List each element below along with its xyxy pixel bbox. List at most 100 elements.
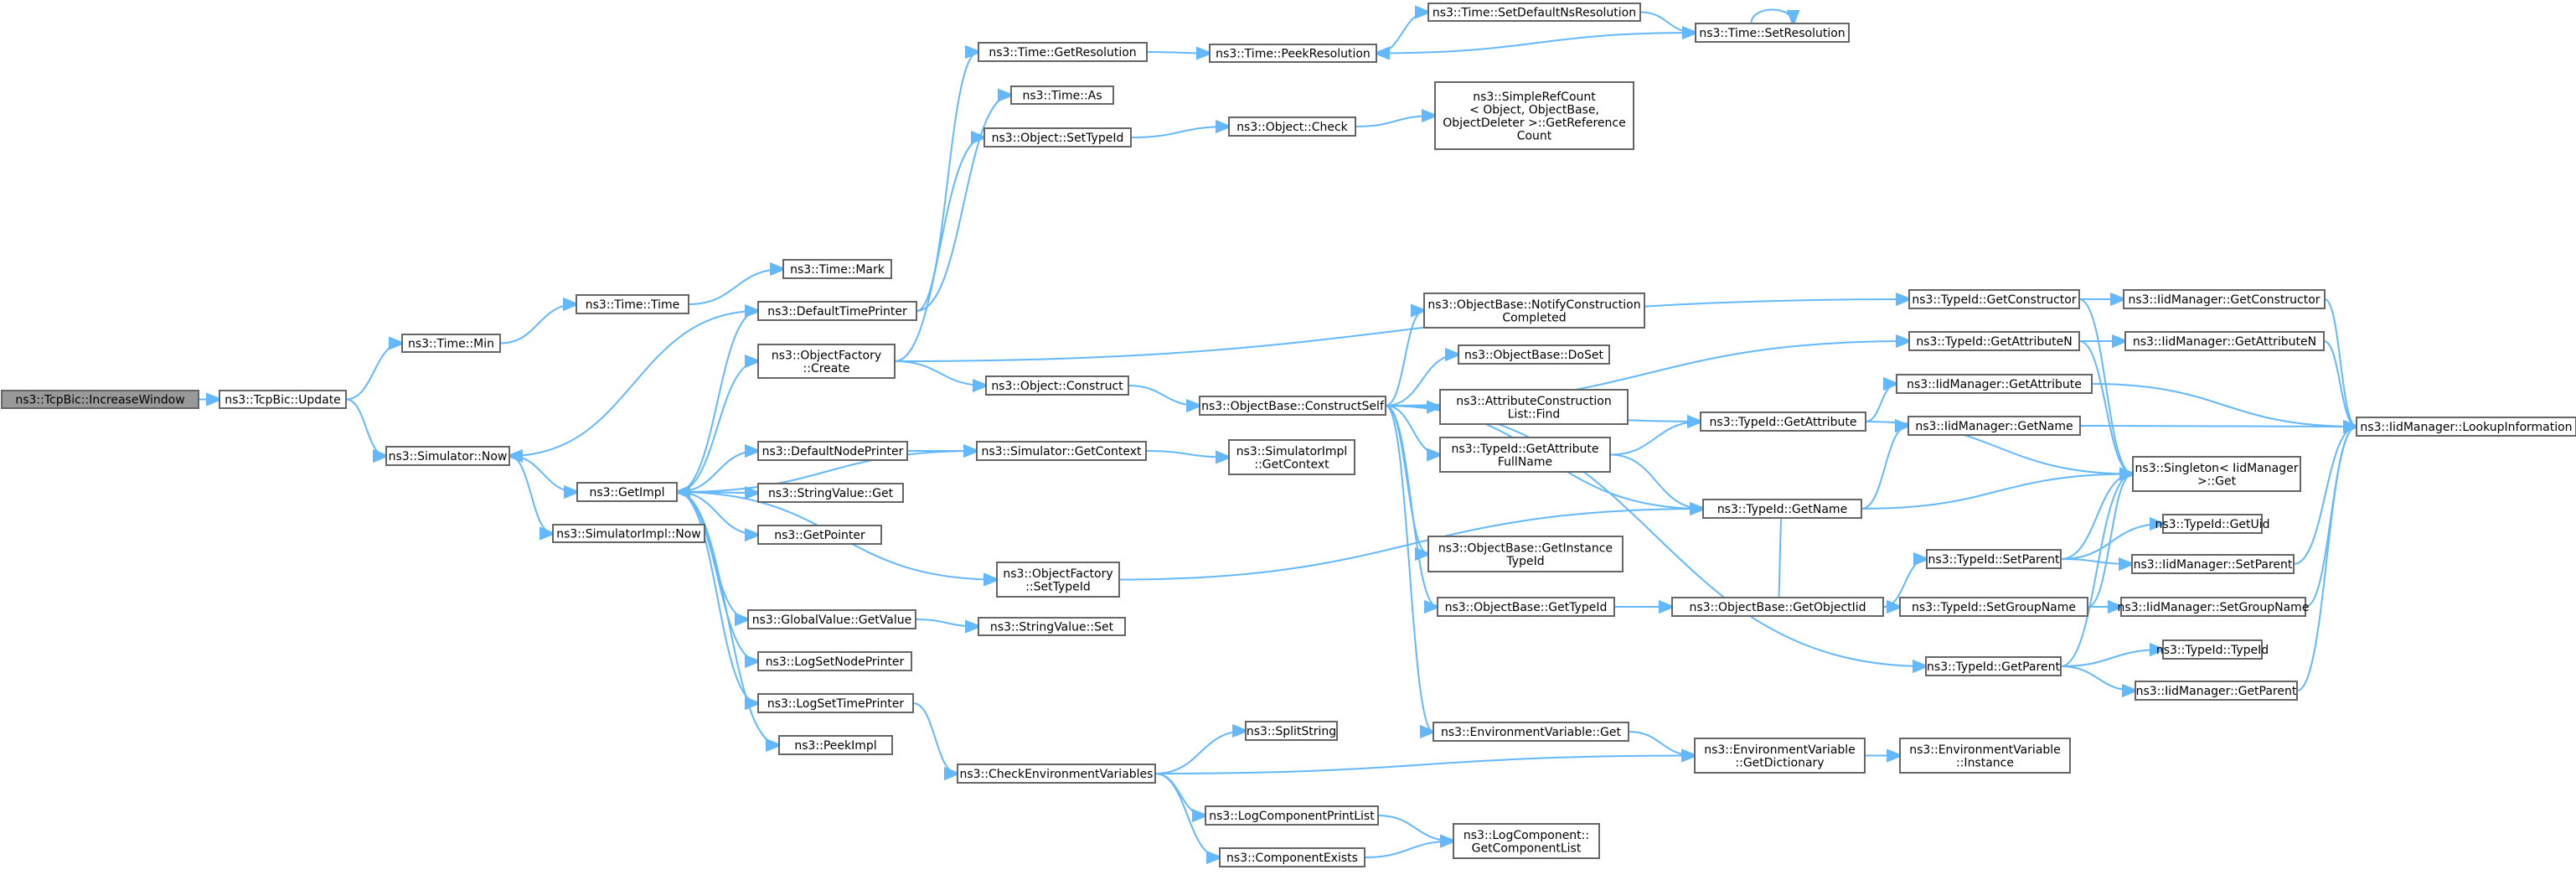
node-simimplgetcontext[interactable]: ns3::SimulatorImpl::GetContext <box>1228 439 1355 475</box>
node-label: ns3::ObjectFactory <box>1003 567 1112 581</box>
node-typeidgetattribute[interactable]: ns3::TypeId::GetAttribute <box>1700 412 1866 432</box>
node-simgetcontext[interactable]: ns3::Simulator::GetContext <box>976 441 1147 461</box>
node-label: ns3::Object::Check <box>1236 121 1348 134</box>
edge-timemin-to-timetime <box>499 304 576 344</box>
node-box <box>978 42 1148 62</box>
node-logcompprintlist[interactable]: ns3::LogComponentPrintList <box>1205 805 1379 826</box>
node-typeidsetparent[interactable]: ns3::TypeId::SetParent <box>1926 549 2062 569</box>
node-getobjectiid[interactable]: ns3::ObjectBase::GetObjectIid <box>1671 597 1884 617</box>
node-iidgetconstructor[interactable]: ns3::IidManager::GetConstructor <box>2123 289 2326 309</box>
node-label: ns3::DefaultTimePrinter <box>767 305 907 318</box>
node-typeidsetgroupname[interactable]: ns3::TypeId::SetGroupName <box>1899 597 2088 617</box>
node-typeidgetconstructor[interactable]: ns3::TypeId::GetConstructor <box>1908 289 2080 309</box>
edge-typeidgetparent-to-iidgetparent <box>2060 665 2135 691</box>
node-constructself[interactable]: ns3::ObjectBase::ConstructSelf <box>1199 396 1386 416</box>
node-envinstance[interactable]: ns3::EnvironmentVariable::Instance <box>1899 738 2071 774</box>
node-doset[interactable]: ns3::ObjectBase::DoSet <box>1458 344 1610 365</box>
node-iidgetattribute[interactable]: ns3::IidManager::GetAttribute <box>1896 374 2093 394</box>
node-label: ns3::TypeId::TypeId <box>2156 644 2269 657</box>
node-objcheck[interactable]: ns3::Object::Check <box>1228 116 1356 137</box>
node-componentexists[interactable]: ns3::ComponentExists <box>1219 847 1365 867</box>
edge-globalvalue-to-stringvalueset <box>915 619 978 627</box>
node-checkenv[interactable]: ns3::CheckEnvironmentVariables <box>957 764 1156 784</box>
node-box <box>1896 374 2093 394</box>
node-obgettypeid[interactable]: ns3::ObjectBase::GetTypeId <box>1437 597 1615 617</box>
node-label: GetComponentList <box>1472 841 1582 855</box>
node-typeidgetuid[interactable]: ns3::TypeId::GetUid <box>2155 514 2270 534</box>
node-typeidtypeid[interactable]: ns3::TypeId::TypeId <box>2156 639 2269 660</box>
node-ofcreate[interactable]: ns3::ObjectFactory::Create <box>757 344 896 379</box>
node-label: ns3::ObjectBase::GetObjectIid <box>1689 601 1866 614</box>
node-label: ns3::ObjectBase::DoSet <box>1464 349 1603 362</box>
node-label: ns3::IidManager::SetParent <box>2134 558 2293 572</box>
edge-update-to-simnow <box>345 398 386 457</box>
node-timemark[interactable]: ns3::Time::Mark <box>782 259 892 279</box>
node-splitstring[interactable]: ns3::SplitString <box>1245 721 1338 741</box>
node-objconstruct[interactable]: ns3::Object::Construct <box>985 375 1129 396</box>
node-label: ::Instance <box>1956 756 2014 769</box>
node-timemin[interactable]: ns3::Time::Min <box>401 334 501 353</box>
node-ofsettypeid[interactable]: ns3::ObjectFactory::SetTypeId <box>996 562 1120 598</box>
edge-timetime-to-timemark <box>688 269 783 305</box>
node-logsettime[interactable]: ns3::LogSetTimePrinter <box>757 693 914 713</box>
node-iidgetparent[interactable]: ns3::IidManager::GetParent <box>2135 681 2298 701</box>
node-getimpl[interactable]: ns3::GetImpl <box>576 482 678 502</box>
node-iidgetname[interactable]: ns3::IidManager::GetName <box>1907 416 2081 436</box>
node-objsettypeid[interactable]: ns3::Object::SetTypeId <box>983 127 1132 148</box>
node-getpointer[interactable]: ns3::GetPointer <box>757 525 882 545</box>
edge-typeidsetparent-to-iidsetparent <box>2060 559 2132 564</box>
node-update[interactable]: ns3::TcpBic::Update <box>219 390 347 409</box>
node-typeidgetattributen[interactable]: ns3::TypeId::GetAttributeN <box>1908 331 2080 351</box>
node-timepeekres[interactable]: ns3::Time::PeekResolution <box>1209 44 1377 63</box>
edge-typeidgetattribute-to-iidgetattribute <box>1865 384 1897 422</box>
node-envgetdict[interactable]: ns3::EnvironmentVariable::GetDictionary <box>1694 738 1866 774</box>
node-box <box>1209 44 1377 63</box>
node-label: ns3::EnvironmentVariable <box>1909 743 2061 757</box>
node-singletonget[interactable]: ns3::Singleton< IidManager >::Get <box>2132 456 2301 492</box>
node-logsetnode[interactable]: ns3::LogSetNodePrinter <box>757 651 912 671</box>
node-label: Count <box>1517 129 1552 142</box>
node-timeas[interactable]: ns3::Time::As <box>1010 85 1114 105</box>
node-box <box>757 693 914 713</box>
node-label: ns3::Time::As <box>1022 90 1102 103</box>
edge-update-to-timemin <box>345 344 402 401</box>
node-timegetres[interactable]: ns3::Time::GetResolution <box>978 42 1148 62</box>
node-root: ns3::TcpBic::IncreaseWindow <box>1 390 199 409</box>
node-iidlookup[interactable]: ns3::IidManager::LookupInformation <box>2356 417 2576 437</box>
node-globalvalue[interactable]: ns3::GlobalValue::GetValue <box>747 609 916 629</box>
node-notifyconstruction[interactable]: ns3::ObjectBase::NotifyConstructionCompl… <box>1423 293 1645 329</box>
node-box <box>2162 514 2263 534</box>
node-defaultnodeprinter[interactable]: ns3::DefaultNodePrinter <box>757 441 908 461</box>
node-iidsetparent[interactable]: ns3::IidManager::SetParent <box>2131 554 2295 574</box>
edge-simnow-to-getimpl <box>508 455 577 492</box>
node-iidgetattributen[interactable]: ns3::IidManager::GetAttributeN <box>2124 331 2325 351</box>
node-simnow[interactable]: ns3::Simulator::Now <box>385 446 510 466</box>
edge-constructself-to-obgettypeid <box>1385 405 1438 607</box>
node-box <box>1899 738 2071 774</box>
node-label: ns3::Time::SetResolution <box>1699 27 1845 40</box>
node-typeidgetname[interactable]: ns3::TypeId::GetName <box>1702 499 1862 519</box>
node-timesetdefaultns[interactable]: ns3::Time::SetDefaultNsResolution <box>1427 3 1641 22</box>
node-stringvalueget[interactable]: ns3::StringValue::Get <box>757 483 904 503</box>
node-getcomplist[interactable]: ns3::LogComponent::GetComponentList <box>1453 823 1600 859</box>
node-box <box>385 446 510 466</box>
node-simplerefcount[interactable]: ns3::SimpleRefCount< Object, ObjectBase,… <box>1434 81 1634 150</box>
node-timetime[interactable]: ns3::Time::Time <box>576 294 689 314</box>
node-envget[interactable]: ns3::EnvironmentVariable::Get <box>1433 722 1629 742</box>
edge-timepeekres-to-timesetdefaultns <box>1376 13 1428 54</box>
node-peekimpl[interactable]: ns3::PeekImpl <box>778 735 893 755</box>
node-defaulttimeprinter[interactable]: ns3::DefaultTimePrinter <box>757 301 917 321</box>
edge-getimpl-to-defaulttimeprinter <box>676 311 758 493</box>
node-stringvalueset[interactable]: ns3::StringValue::Set <box>978 617 1126 636</box>
node-typeidgetparent[interactable]: ns3::TypeId::GetParent <box>1925 656 2062 676</box>
node-label: ns3::EnvironmentVariable::Get <box>1441 726 1621 739</box>
node-simimplnow[interactable]: ns3::SimulatorImpl::Now <box>552 524 705 543</box>
node-timesetres[interactable]: ns3::Time::SetResolution <box>1695 23 1850 43</box>
edge-typeidgetname-to-iidgetname <box>1861 426 1908 510</box>
edge-constructself-to-notifyconstruction <box>1385 311 1424 406</box>
node-box <box>1694 738 1866 774</box>
node-iidsetgroupname[interactable]: ns3::IidManager::SetGroupName <box>2118 597 2310 617</box>
